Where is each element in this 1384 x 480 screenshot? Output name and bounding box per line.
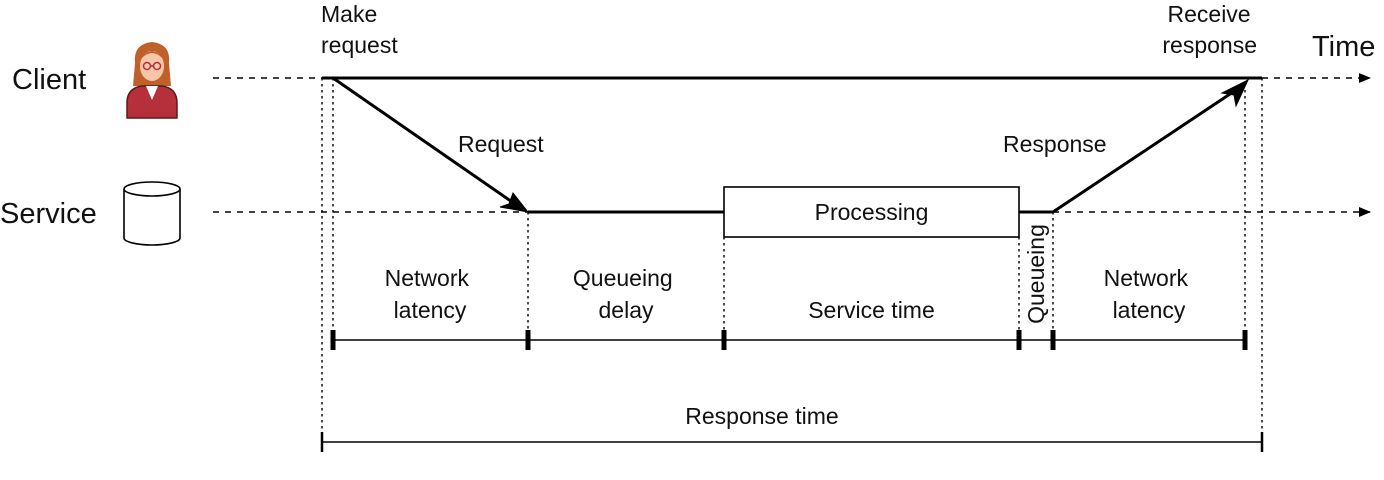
time-axis-label: Time [1312,31,1375,63]
response-time-bar [320,432,1264,452]
request-arrow [332,76,530,213]
client-row-label: Client [12,64,86,96]
queueing-delay-label: Queueing delay [573,265,679,323]
interval-bar-network-latency-2 [1053,330,1248,350]
response-time-label: Response time [685,403,838,429]
network-latency-1-label: Network latency [385,265,476,323]
interval-bar-queueing-delay [528,330,727,350]
queueing-vertical-label: Queueing [1023,224,1049,324]
service-row-label: Service [0,198,97,230]
processing-box [723,186,1020,238]
processing-label: Processing [815,199,929,225]
request-label: Request [458,131,544,157]
make-request-label: Make request [321,1,398,58]
database-cylinder-icon [123,181,181,246]
interval-bar-queueing [1019,330,1056,350]
response-label: Response [1003,131,1107,157]
service-time-label: Service time [808,297,935,323]
interval-bar-service-time [724,330,1022,350]
response-arrow [1052,78,1250,214]
receive-response-label: Receive response [1162,1,1257,58]
network-latency-2-label: Network latency [1104,265,1195,323]
person-icon [126,42,178,119]
interval-bar-network-latency-1 [330,330,531,350]
